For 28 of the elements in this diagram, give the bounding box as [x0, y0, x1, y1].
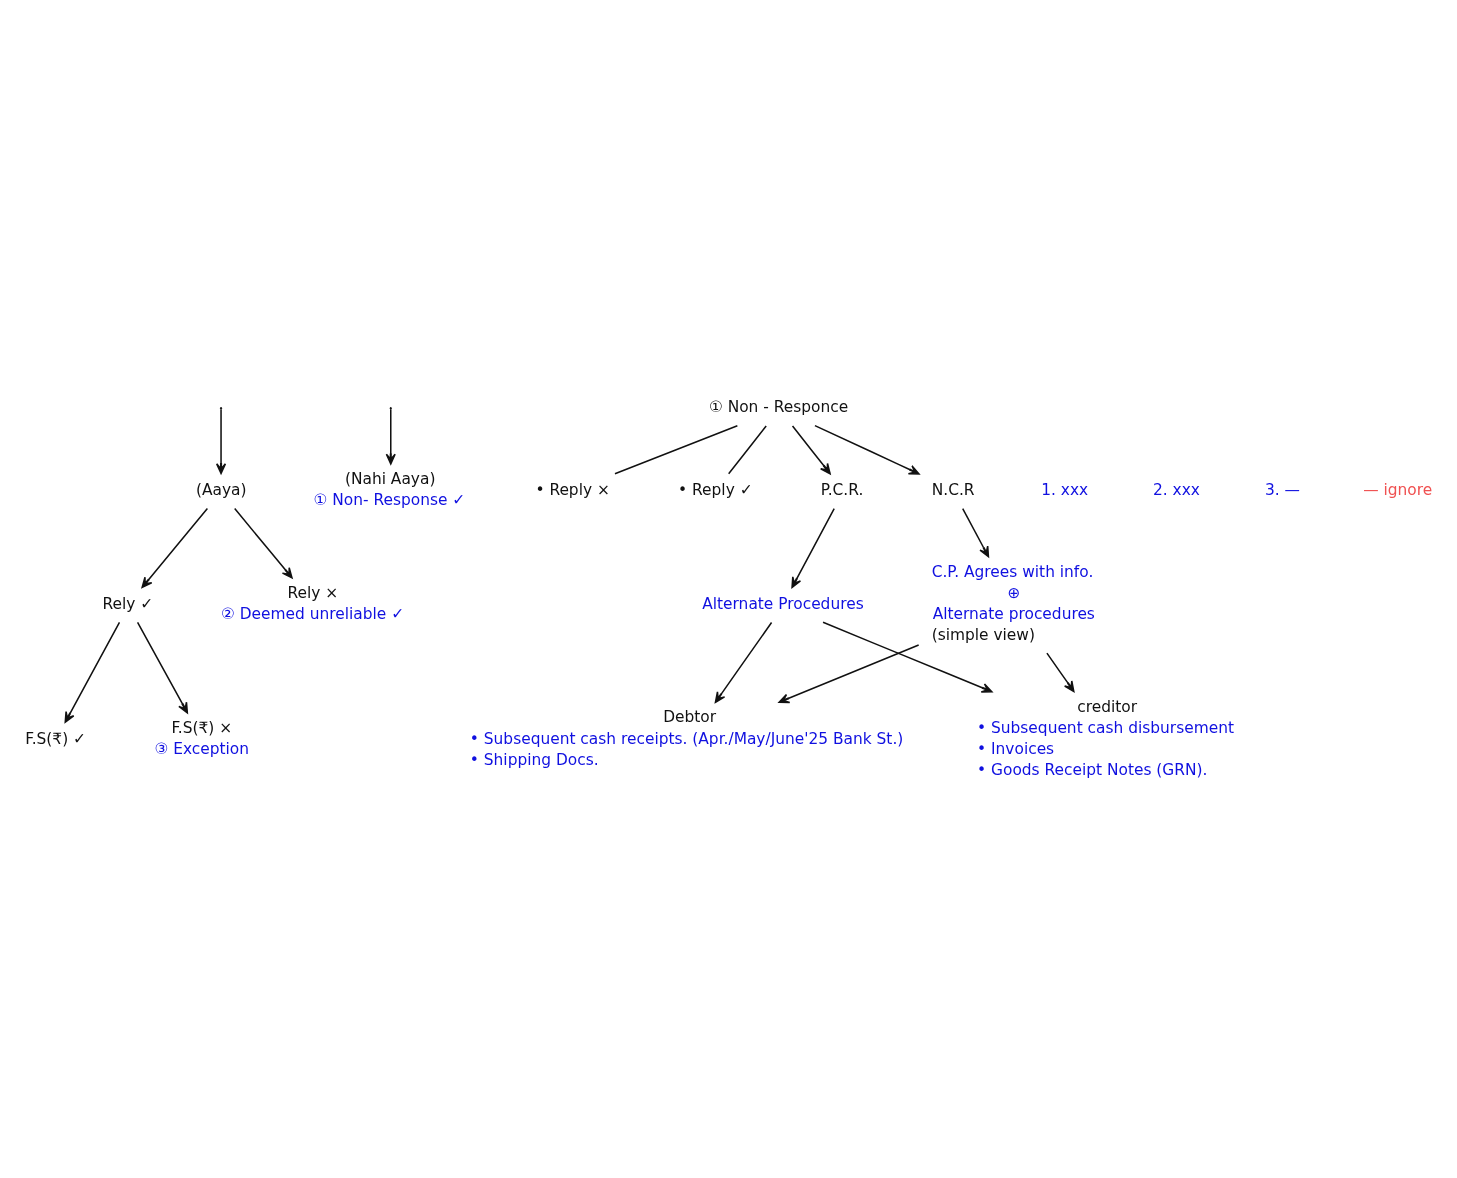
node-text: N.C.R [931, 480, 975, 499]
node-text: Alternate Procedures [702, 594, 864, 613]
node-text: P.C.R. [820, 480, 864, 499]
node-text: Rely ✓ [102, 594, 154, 613]
node-label: (simple view) [931, 625, 1035, 644]
node-label: ③ Exception [154, 739, 250, 758]
node-label: ② Deemed unreliable ✓ [221, 604, 405, 623]
node-label: • Subsequent cash receipts. (Apr./May/June'25 Bank St.) [469, 729, 904, 748]
node-label: • Invoices [977, 739, 1055, 758]
node-text: Debtor [663, 707, 717, 726]
node-text: (Nahi Aaya) [344, 469, 436, 488]
label: 2. xxx [1153, 480, 1200, 499]
node-text: C.P. Agrees with info. ⊕ Alternate procedures [931, 562, 1095, 623]
node-text: • Reply ✓ [678, 480, 753, 499]
node-text: ① Non - Responce [708, 397, 849, 416]
node-label: • Subsequent cash disbursement [977, 718, 1234, 737]
node-label: ① Non- Response ✓ [313, 490, 466, 509]
node-text: F.S(₹) ✓ [25, 729, 86, 748]
label: 1. xxx [1041, 480, 1089, 499]
node-label: • Shipping Docs. [469, 750, 599, 769]
label: — ignore [1363, 480, 1433, 499]
node-label: • Goods Receipt Notes (GRN). [977, 760, 1208, 779]
node-text: creditor [1077, 697, 1138, 716]
label: 3. — [1264, 480, 1300, 499]
node-text: F.S(₹) × [171, 718, 233, 737]
node-text: (Aaya) [195, 480, 247, 499]
node-text: Rely × [287, 583, 339, 602]
node-text: • Reply × [535, 480, 610, 499]
